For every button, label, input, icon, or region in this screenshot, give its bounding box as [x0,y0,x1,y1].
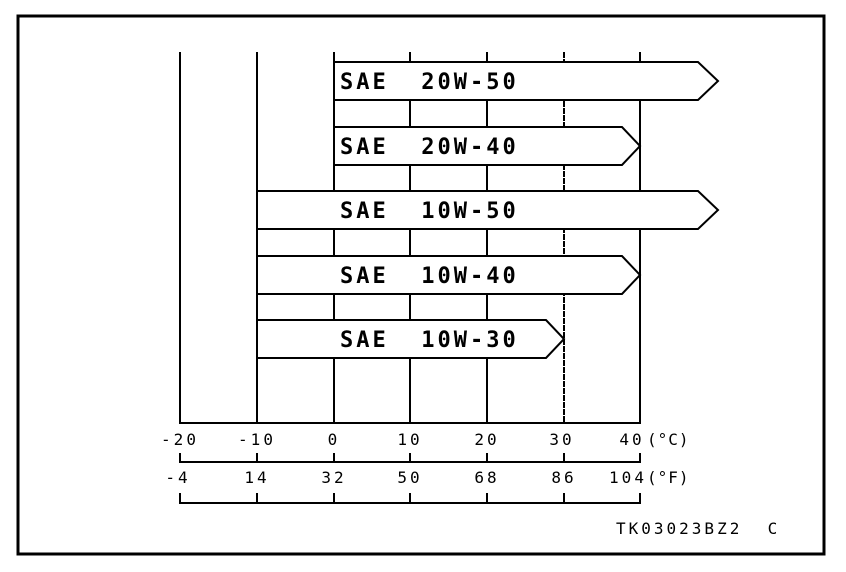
bar-label-20w-50: SAE 20W-50 [340,70,519,95]
c-tick: 30 [549,430,574,449]
f-tick: 104 [609,468,647,487]
c-tick: 0 [328,430,341,449]
celsius-ruler [179,453,641,463]
fahrenheit-axis: -4 14 32 50 68 86 104 (°F) [165,468,690,487]
grid-lines [179,52,641,424]
c-tick: -20 [161,430,199,449]
f-tick: 86 [551,468,576,487]
f-tick: 68 [474,468,499,487]
celsius-axis: -20 -10 0 10 20 30 40 (°C) [161,430,690,449]
f-tick: 32 [321,468,346,487]
c-tick: 10 [397,430,422,449]
f-tick: 50 [397,468,422,487]
bar-sae-20w-40 [333,126,642,166]
bar-label-20w-40: SAE 20W-40 [340,135,519,160]
f-tick: -4 [165,468,190,487]
f-tick: 14 [244,468,269,487]
c-unit-label: (°C) [647,430,690,449]
viscosity-bars [256,61,720,359]
bar-sae-10w-40 [256,255,642,295]
bar-sae-20w-50 [333,61,720,101]
bar-sae-10w-30 [256,319,566,359]
c-tick: 20 [474,430,499,449]
c-tick: 40 [619,430,644,449]
bar-label-10w-50: SAE 10W-50 [340,199,519,224]
bar-sae-10w-50 [256,190,720,230]
fahrenheit-ruler [179,493,641,504]
bar-label-10w-30: SAE 10W-30 [340,328,519,353]
figure-code: TK03023BZ2 C [616,519,780,538]
c-tick: -10 [238,430,276,449]
f-unit-label: (°F) [647,468,690,487]
bar-label-10w-40: SAE 10W-40 [340,264,519,289]
